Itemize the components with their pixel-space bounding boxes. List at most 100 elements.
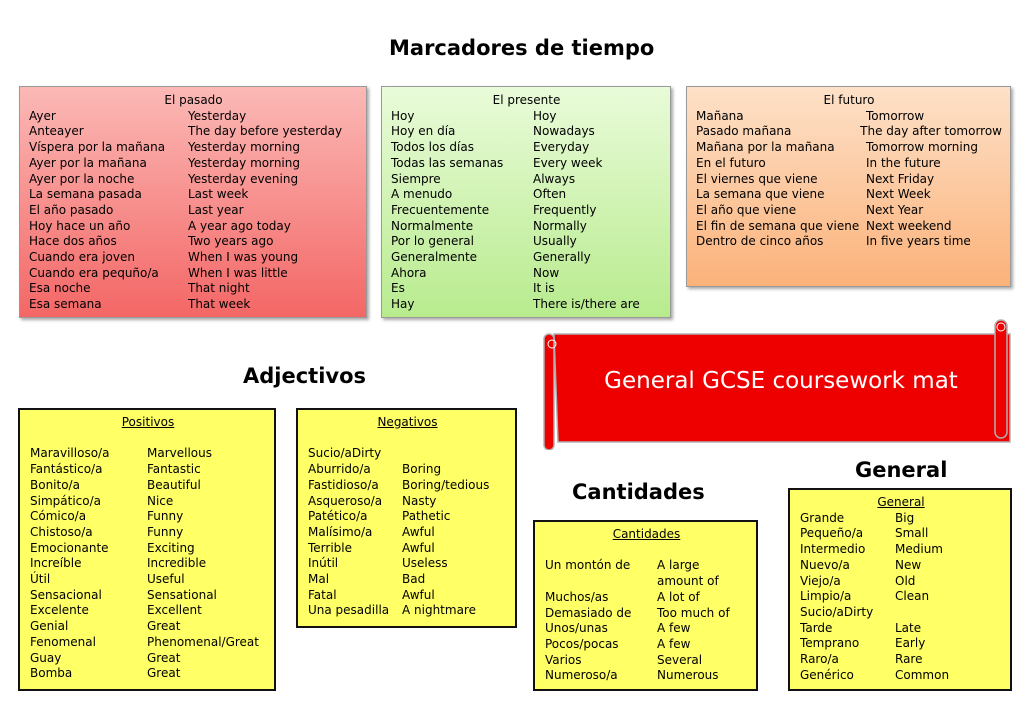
spanish-term: Bomba [30, 666, 73, 681]
english-term: Normally [533, 218, 587, 233]
english-term: A few [657, 636, 691, 651]
english-term: Yesterday morning [188, 140, 300, 155]
english-term: Every week [533, 155, 603, 170]
english-term: Nasty [402, 493, 437, 508]
spanish-term: Tarde [800, 620, 833, 635]
spanish-term: Aburrido/a [308, 462, 371, 477]
english-term: Useful [147, 572, 185, 587]
english-term: Excellent [147, 603, 202, 618]
english-term: When I was little [188, 265, 288, 280]
spanish-term: Es [391, 281, 405, 296]
negativos-title: Negativos [377, 415, 438, 429]
spanish-term: Anteayer [29, 124, 84, 139]
spanish-term: Excelente [30, 603, 89, 618]
english-term: Rare [895, 652, 923, 667]
english-term: That night [188, 281, 250, 296]
english-term: Next weekend [866, 218, 952, 233]
spanish-term: La semana que viene [696, 187, 825, 202]
page-title: Marcadores de tiempo [389, 36, 655, 60]
present-title: El presente [492, 93, 561, 107]
english-term: Late [895, 620, 922, 635]
spanish-term: Simpático/a [30, 493, 101, 508]
spanish-term: Emocionante [30, 540, 109, 555]
english-term: A nightmare [402, 603, 476, 618]
english-term: Everyday [533, 140, 590, 155]
vocab-row: Sucio/aDirty [308, 446, 507, 462]
spanish-term: Grande [800, 510, 845, 525]
cantidades-title: Cantidades [612, 527, 681, 541]
spanish-term: Intermedio [800, 542, 866, 557]
vocab-row: Una pesadilla A nightmare [308, 603, 507, 619]
spanish-term: Muchos/as [545, 589, 609, 604]
english-term: amount of [657, 574, 719, 589]
spanish-term [545, 574, 657, 590]
english-term: Phenomenal/Great [147, 634, 259, 649]
english-term: Last year [188, 202, 244, 217]
spanish-term: Normalmente [391, 218, 474, 233]
spanish-term: Hay [391, 297, 415, 312]
spanish-term: Inútil [308, 556, 339, 571]
future-title: El futuro [823, 93, 875, 107]
english-term: A large [657, 558, 700, 573]
spanish-term: Por lo general [391, 234, 474, 249]
english-term: Incredible [147, 556, 207, 571]
spanish-term: Pocos/pocas [545, 636, 619, 651]
spanish-term: Malísimo/a [308, 524, 373, 539]
general-title: General [877, 495, 925, 509]
english-term: There is/there are [533, 297, 640, 312]
spanish-term: Demasiado de [545, 605, 632, 620]
spanish-term: Una pesadilla [308, 603, 390, 618]
vocab-row: Excelente Excellent [30, 603, 266, 619]
spanish-term: Todas las semanas [391, 155, 504, 170]
spanish-term: Patético/a [308, 509, 368, 524]
spanish-term: Útil [30, 572, 51, 587]
spanish-term: Dentro de cinco años [696, 234, 824, 249]
english-term: Funny [147, 509, 184, 524]
adjectives-heading: Adjectivos [243, 364, 367, 388]
english-term: Awful [402, 540, 435, 555]
vocab-row: Tarde Late [800, 621, 1002, 637]
spanish-term: Ahora [391, 265, 427, 280]
vocab-row: Fenomenal Phenomenal/Great [30, 635, 266, 651]
spanish-term: Temprano [800, 636, 860, 651]
english-term: Awful [402, 524, 435, 539]
english-term: Great [147, 650, 181, 665]
banner-title: General GCSE coursework mat [604, 368, 958, 394]
spanish-term: Esa noche [29, 281, 91, 296]
english-term: Numerous [657, 668, 719, 683]
spanish-term: Nuevo/a [800, 557, 850, 572]
vocab-row: Hay There is/there are [391, 297, 662, 313]
spanish-term: Fenomenal [30, 634, 96, 649]
spanish-term: Siempre [391, 171, 441, 186]
spanish-term: Sucio/aDirty [308, 446, 382, 461]
english-term: Useless [402, 556, 448, 571]
spanish-term: Esa semana [29, 297, 102, 312]
vocab-row: Sucio/aDirty [800, 605, 1002, 621]
spanish-term: Hoy [391, 108, 415, 123]
spanish-term: Hoy hace un año [29, 218, 131, 233]
